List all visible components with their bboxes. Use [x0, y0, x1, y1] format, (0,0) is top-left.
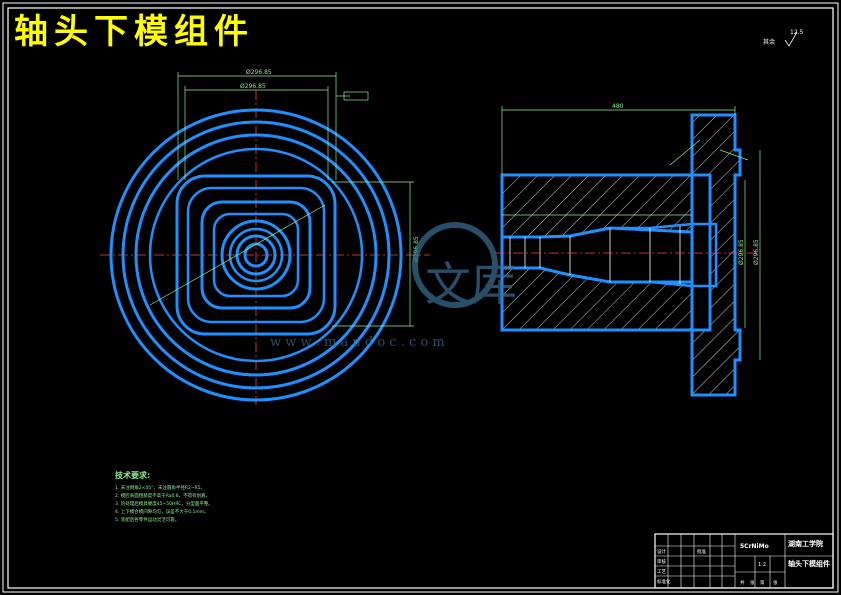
section-dim-length: 480 [612, 103, 624, 110]
plan-outer-circle-1 [109, 108, 403, 402]
title-block-material: 5CrNiMo [740, 543, 769, 550]
title-block-label: 标准化 [657, 578, 671, 585]
plan-outer-circle-2 [121, 120, 391, 390]
title-block-label: 设计 [657, 548, 666, 555]
plan-inner-circle-2 [228, 227, 284, 283]
watermark-url: w w w . m a n d o c . c o m [270, 335, 445, 350]
title-block-label: 批准 [697, 548, 706, 555]
title-block-footer: 第 [760, 579, 765, 586]
plan-dim-inner: Ø296.85 [240, 83, 266, 90]
title-block-drawing-name: 轴头下模组件 [788, 559, 830, 568]
title-block-scale: 1:2 [758, 562, 766, 568]
drawing-title: 轴头下模组件 [14, 12, 254, 52]
roughness-symbol: 其余 12.5 [763, 29, 804, 47]
plan-inner-circle-4 [243, 242, 269, 268]
title-block: 5CrNiMo 湖南工学院 轴头下模组件 1:2 设计 审核 工艺 标准化 批准… [654, 533, 834, 589]
title-block-footer: 张 [750, 579, 755, 586]
section-view: 480 Ø296.85 Ø296.85 [495, 103, 761, 397]
plan-inner-circle-1 [220, 219, 292, 291]
tech-req-item: 4. 上下模合模间隙均匀，误差不大于0.1mm。 [115, 508, 209, 515]
tech-req-item: 2. 模腔表面粗糙度不高于Ra0.8，不得有划痕。 [115, 492, 210, 499]
title-block-footer: 张 [773, 579, 778, 586]
plan-view: Ø296.85 Ø296.85 Ø296.85 [100, 69, 430, 405]
plan-cavity-4 [212, 212, 300, 298]
tech-req-item: 3. 热处理后模具硬度45~50HRC，分型面平整。 [115, 500, 213, 507]
plan-cavity-3 [200, 200, 312, 310]
plan-cavity-1 [175, 174, 337, 336]
tech-req-heading: 技术要求: [115, 470, 150, 480]
plan-cavity-2 [186, 186, 326, 324]
roughness-value: 12.5 [790, 29, 804, 36]
section-dim-right-2: Ø296.85 [753, 239, 760, 265]
drawing-inner-frame [7, 7, 834, 589]
title-block-school: 湖南工学院 [788, 539, 823, 548]
plan-outer-circle-4 [148, 147, 364, 363]
title-block-label: 工艺 [657, 569, 666, 575]
title-block-footer: 共 [740, 579, 745, 586]
watermark: 文库 w w w . m a n d o c . c o m [270, 222, 517, 350]
tech-req-item: 5. 装配后各零件运动灵活可靠。 [115, 516, 179, 523]
technical-requirements: 技术要求: 1. 未注倒角2×45°，未注圆角半径R2~R5。 2. 模腔表面粗… [115, 470, 213, 523]
tech-req-item: 1. 未注倒角2×45°，未注圆角半径R2~R5。 [115, 484, 205, 491]
section-dim-right-1: Ø296.85 [738, 239, 745, 265]
section-body [500, 173, 694, 332]
plan-dim-top: Ø296.85 [246, 69, 272, 76]
roughness-label: 其余 [763, 38, 775, 46]
plan-outer-circle-3 [134, 133, 378, 377]
section-bore-profile [502, 222, 718, 288]
watermark-text: 文库 [425, 257, 517, 311]
title-block-label: 审核 [657, 558, 666, 565]
